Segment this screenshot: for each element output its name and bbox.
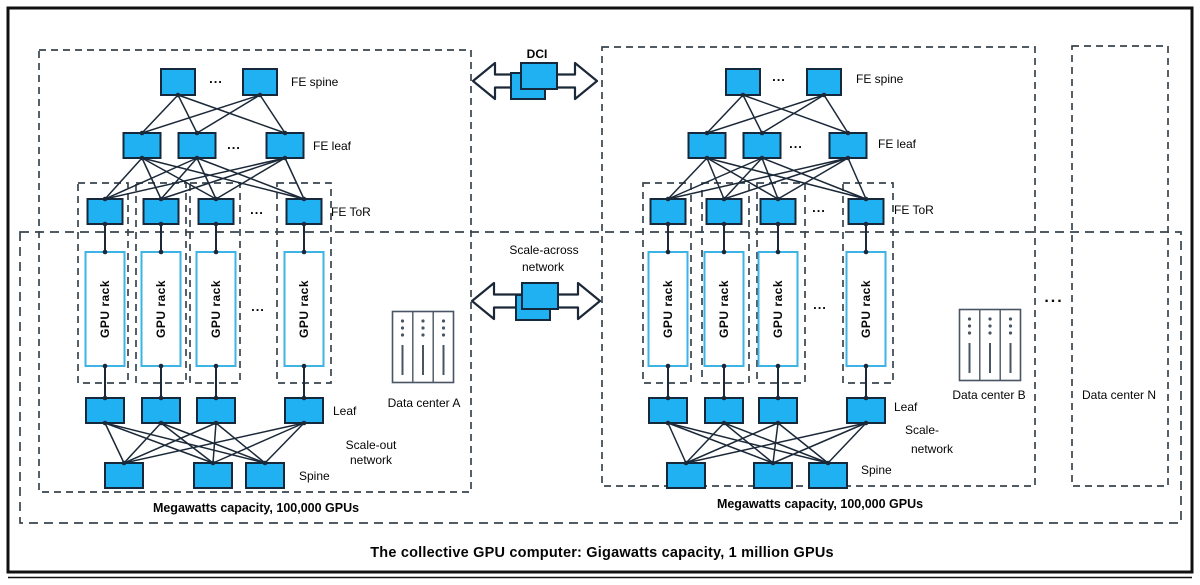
connection-lines: [104, 94, 867, 464]
diagram-caption: The collective GPU computer: Gigawatts c…: [370, 544, 834, 561]
datacenter-n-label: Data center N: [1081, 388, 1157, 402]
scale-across-label-line2: network: [521, 260, 565, 274]
datacenter-a-label: Data center A: [387, 396, 461, 410]
gpu-rack-label-b2: GPU rack: [717, 279, 731, 339]
ellipsis-a-racks: ...: [251, 298, 265, 314]
spine-label-a: Spine: [299, 469, 330, 483]
scale-network-label-b-line2: network: [910, 442, 954, 456]
ellipsis-a-fe-spine: ...: [209, 70, 223, 86]
fe-leaf-label-a: FE leaf: [313, 139, 352, 153]
datacenter-b-icon: [958, 308, 1022, 382]
fe-spine-label-b: FE spine: [856, 72, 904, 86]
outer-frame: [6, 6, 1194, 574]
gpu-rack-label-b3: GPU rack: [771, 279, 785, 339]
capacity-label-a: Megawatts capacity, 100,000 GPUs: [152, 500, 360, 515]
ellipsis-b-racks: ...: [813, 296, 827, 312]
gpu-rack-label-b4: GPU rack: [859, 279, 873, 339]
leaf-label-a: Leaf: [333, 404, 357, 418]
scale-network-label-b-line1: Scale-: [904, 423, 940, 437]
ellipsis-a-fe-tor: ...: [250, 201, 264, 217]
gpu-rack-label-a1: GPU rack: [98, 279, 112, 339]
scale-out-network-label-a-line2: network: [349, 453, 393, 467]
dci-label: DCI: [526, 47, 548, 61]
gpu-rack-label-a4: GPU rack: [297, 279, 311, 339]
fe-spine-label-a: FE spine: [291, 75, 339, 89]
spine-label-b: Spine: [861, 463, 892, 477]
datacenter-b-label: Data center B: [952, 388, 1026, 402]
scale-across-label-line1: Scale-across: [509, 243, 579, 257]
ellipsis-b-fe-leaf: ...: [789, 135, 803, 151]
gpu-rack-label-a3: GPU rack: [209, 279, 223, 339]
capacity-label-b: Megawatts capacity, 100,000 GPUs: [716, 496, 924, 511]
ellipsis-b-fe-spine: ...: [772, 68, 786, 84]
fe-tor-label-a: FE ToR: [331, 205, 371, 219]
ellipsis-a-fe-leaf: ...: [227, 136, 241, 152]
datacenter-a-icon: [391, 310, 455, 384]
ellipsis-between-datacenters: ...: [1044, 289, 1064, 307]
scale-out-network-label-a-line1: Scale-out: [345, 438, 397, 452]
gpu-rack-label-a2: GPU rack: [154, 279, 168, 339]
leaf-label-b: Leaf: [894, 400, 918, 414]
dashed-boundaries: [19, 45, 1182, 524]
ellipsis-b-fe-tor: ...: [812, 199, 826, 215]
fe-tor-label-b: FE ToR: [894, 203, 934, 217]
dci-arrow-icon: [471, 61, 599, 101]
switch-nodes: [84, 68, 887, 489]
endpoint-dots: [102, 92, 869, 466]
scale-across-arrow-icon: [470, 281, 602, 321]
gpu-rack-label-b1: GPU rack: [661, 279, 675, 339]
fe-leaf-label-b: FE leaf: [878, 137, 917, 151]
